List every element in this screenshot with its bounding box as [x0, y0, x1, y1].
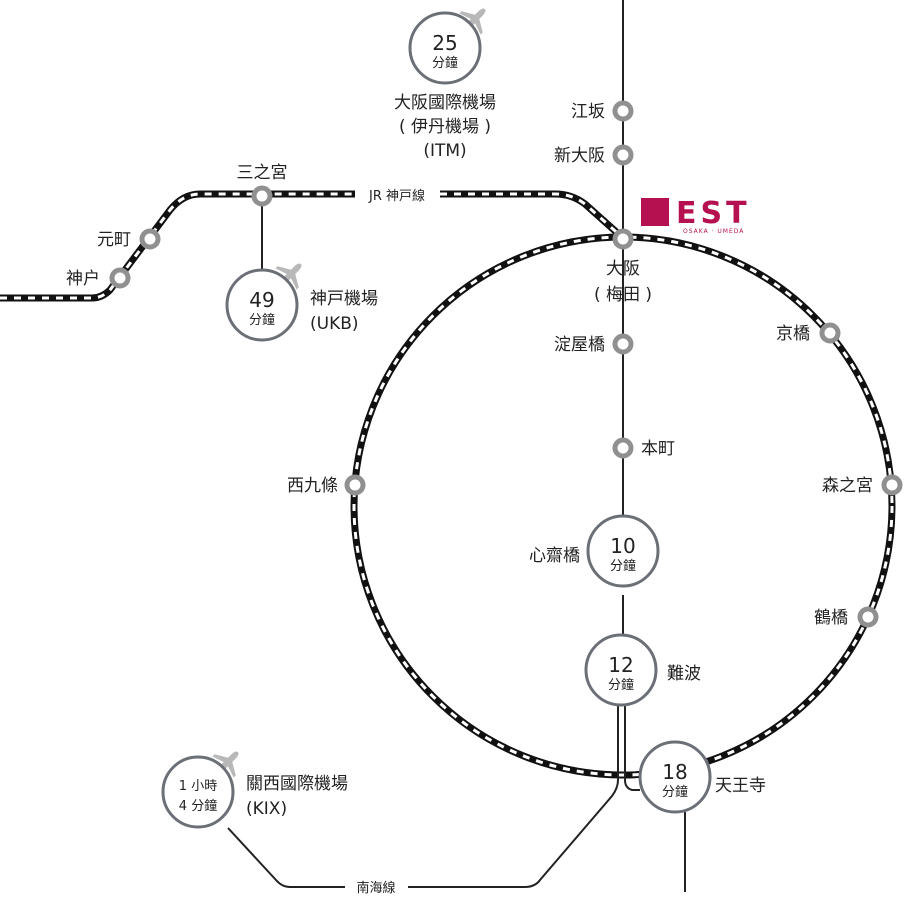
airport-kansai-name: 關西國際機場 — [246, 774, 348, 794]
station-shinsaibashi-label: 心齋橋 — [529, 546, 580, 566]
station-kobe-label: 神户 — [66, 269, 100, 289]
station-morinomiya-label: 森之宮 — [822, 476, 873, 496]
station-tsuruhashi-label: 鶴橋 — [814, 608, 848, 628]
badge-namba-unit: 分鐘 — [608, 677, 634, 693]
station-esaka-marker[interactable] — [612, 100, 634, 122]
station-honmachi-label: 本町 — [641, 439, 675, 459]
badge-namba — [584, 633, 658, 707]
badge-itami-unit: 分鐘 — [432, 55, 458, 71]
airport-kobe-code: (UKB) — [310, 314, 359, 334]
badge-kobe-airport — [225, 268, 299, 342]
badge-kobe-unit: 分鐘 — [249, 312, 275, 328]
badge-kansai-line1: 1 小時 — [179, 779, 217, 794]
badge-kobe-number: 49 — [249, 288, 274, 312]
jr-kobe-line — [0, 190, 626, 302]
airport-itami-code: (ITM) — [423, 141, 466, 161]
station-kyobashi-label: 京橋 — [776, 324, 810, 344]
logo-text: EST — [676, 196, 751, 231]
station-morinomiya-marker[interactable] — [881, 474, 903, 496]
logo-subtext: OSAKA · UMEDA — [683, 228, 744, 235]
nankai-line — [227, 705, 640, 888]
station-sannomiya-marker[interactable] — [251, 185, 273, 207]
station-shin-osaka-marker[interactable] — [612, 144, 634, 166]
station-yodoyabashi-label: 淀屋橋 — [554, 335, 605, 355]
station-namba-label: 難波 — [667, 664, 701, 684]
station-honmachi-marker[interactable] — [612, 437, 634, 459]
station-yodoyabashi-marker[interactable] — [612, 333, 634, 355]
station-tsuruhashi-marker[interactable] — [857, 606, 879, 628]
station-umeda-label: ( 梅田 ) — [594, 285, 652, 305]
badge-shinsaibashi-unit: 分鐘 — [610, 558, 636, 574]
station-esaka-label: 江坂 — [571, 102, 605, 122]
station-sannomiya-label: 三之宮 — [237, 163, 288, 183]
nankai-line-label: 南海線 — [356, 880, 395, 896]
station-shin-osaka-label: 新大阪 — [554, 146, 605, 166]
station-motomachi-marker[interactable] — [139, 228, 161, 250]
station-nishikujo-marker[interactable] — [344, 474, 366, 496]
airport-itami-name: 大阪國際機場 — [394, 93, 496, 113]
badge-tennoji-number: 18 — [662, 760, 687, 784]
jr-kobe-line-label: JR 神戸線 — [368, 188, 425, 204]
airport-kobe-name: 神戸機場 — [310, 289, 378, 309]
station-kobe-marker[interactable] — [109, 267, 131, 289]
badge-kansai — [161, 755, 235, 829]
station-kyobashi-marker[interactable] — [819, 322, 841, 344]
station-nishikujo-label: 西九條 — [287, 476, 338, 496]
badge-kansai-line2: 4 分鐘 — [179, 798, 217, 814]
badge-shinsaibashi — [586, 514, 660, 588]
station-osaka-marker[interactable] — [612, 228, 634, 250]
badge-tennoji-unit: 分鐘 — [662, 784, 688, 800]
badge-itami-number: 25 — [432, 31, 457, 55]
badge-shinsaibashi-number: 10 — [610, 534, 635, 558]
airport-itami-alias: ( 伊丹機場 ) — [399, 117, 491, 137]
station-tennoji-label: 天王寺 — [715, 776, 766, 796]
badge-itami — [408, 11, 482, 85]
badge-tennoji — [638, 740, 712, 814]
station-motomachi-label: 元町 — [97, 230, 131, 250]
est-logo: EST OSAKA · UMEDA — [641, 196, 751, 235]
station-osaka-label: 大阪 — [606, 259, 640, 279]
airport-kansai-code: (KIX) — [246, 799, 287, 819]
badge-namba-number: 12 — [608, 653, 633, 677]
